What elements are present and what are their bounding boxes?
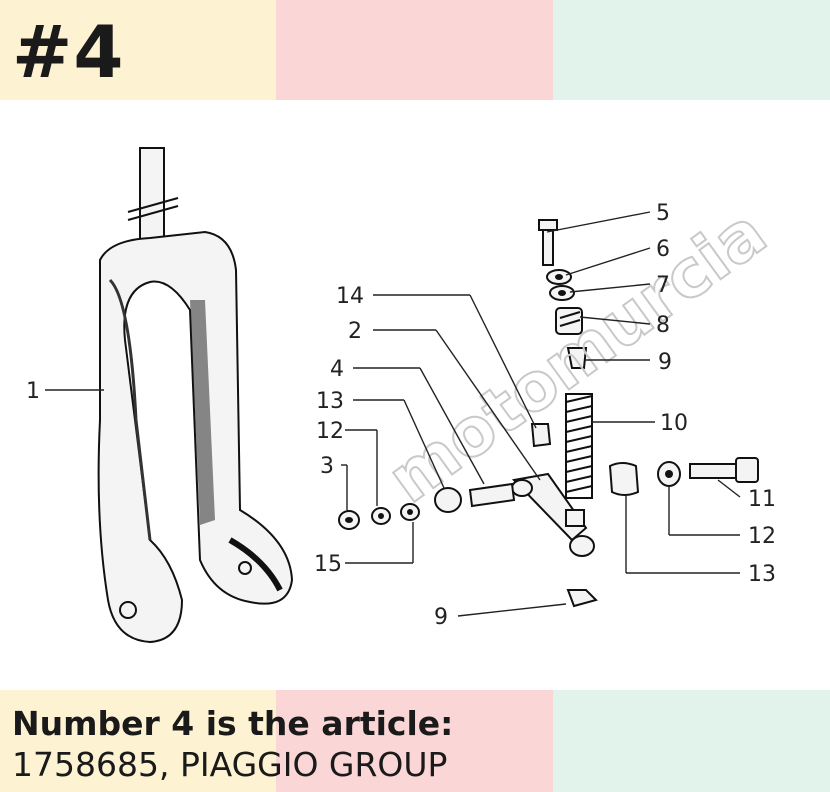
parts-drawing [338,219,759,608]
footer-color-band [0,690,830,792]
callout-6: 6 [656,237,670,262]
callout-13-left: 13 [316,389,344,414]
callout-12-right: 12 [748,524,776,549]
exploded-parts-diagram: motomurcia 1 14 2 4 13 1 [26,147,781,644]
callout-labels: 1 14 2 4 13 12 3 15 5 6 7 8 9 10 11 12 1… [26,201,776,630]
callout-1: 1 [26,379,40,404]
band-green [553,0,830,100]
callout-14: 14 [336,284,364,309]
callout-13-right: 13 [748,562,776,587]
spring [565,393,593,499]
band-yellow [0,0,276,100]
part-number-tag: #4 [12,10,125,94]
band-yellow [0,690,276,792]
callout-2: 2 [348,319,362,344]
article-heading: Number 4 is the article: [12,704,454,743]
callout-9-top: 9 [658,350,672,375]
header-color-band [0,0,830,100]
callout-5: 5 [656,201,670,226]
article-code: 1758685, PIAGGIO GROUP [12,745,448,784]
fork-drawing [97,147,294,644]
callout-3: 3 [320,454,334,479]
band-pink [276,690,553,792]
callout-4: 4 [330,357,344,382]
callout-10: 10 [660,411,688,436]
callout-12-left: 12 [316,419,344,444]
callout-9-bottom: 9 [434,605,448,630]
callout-15: 15 [314,552,342,577]
leader-lines [45,211,741,617]
callout-8: 8 [656,313,670,338]
band-pink [276,0,553,100]
callout-11: 11 [748,487,776,512]
band-green [553,690,830,792]
callout-7: 7 [656,273,670,298]
